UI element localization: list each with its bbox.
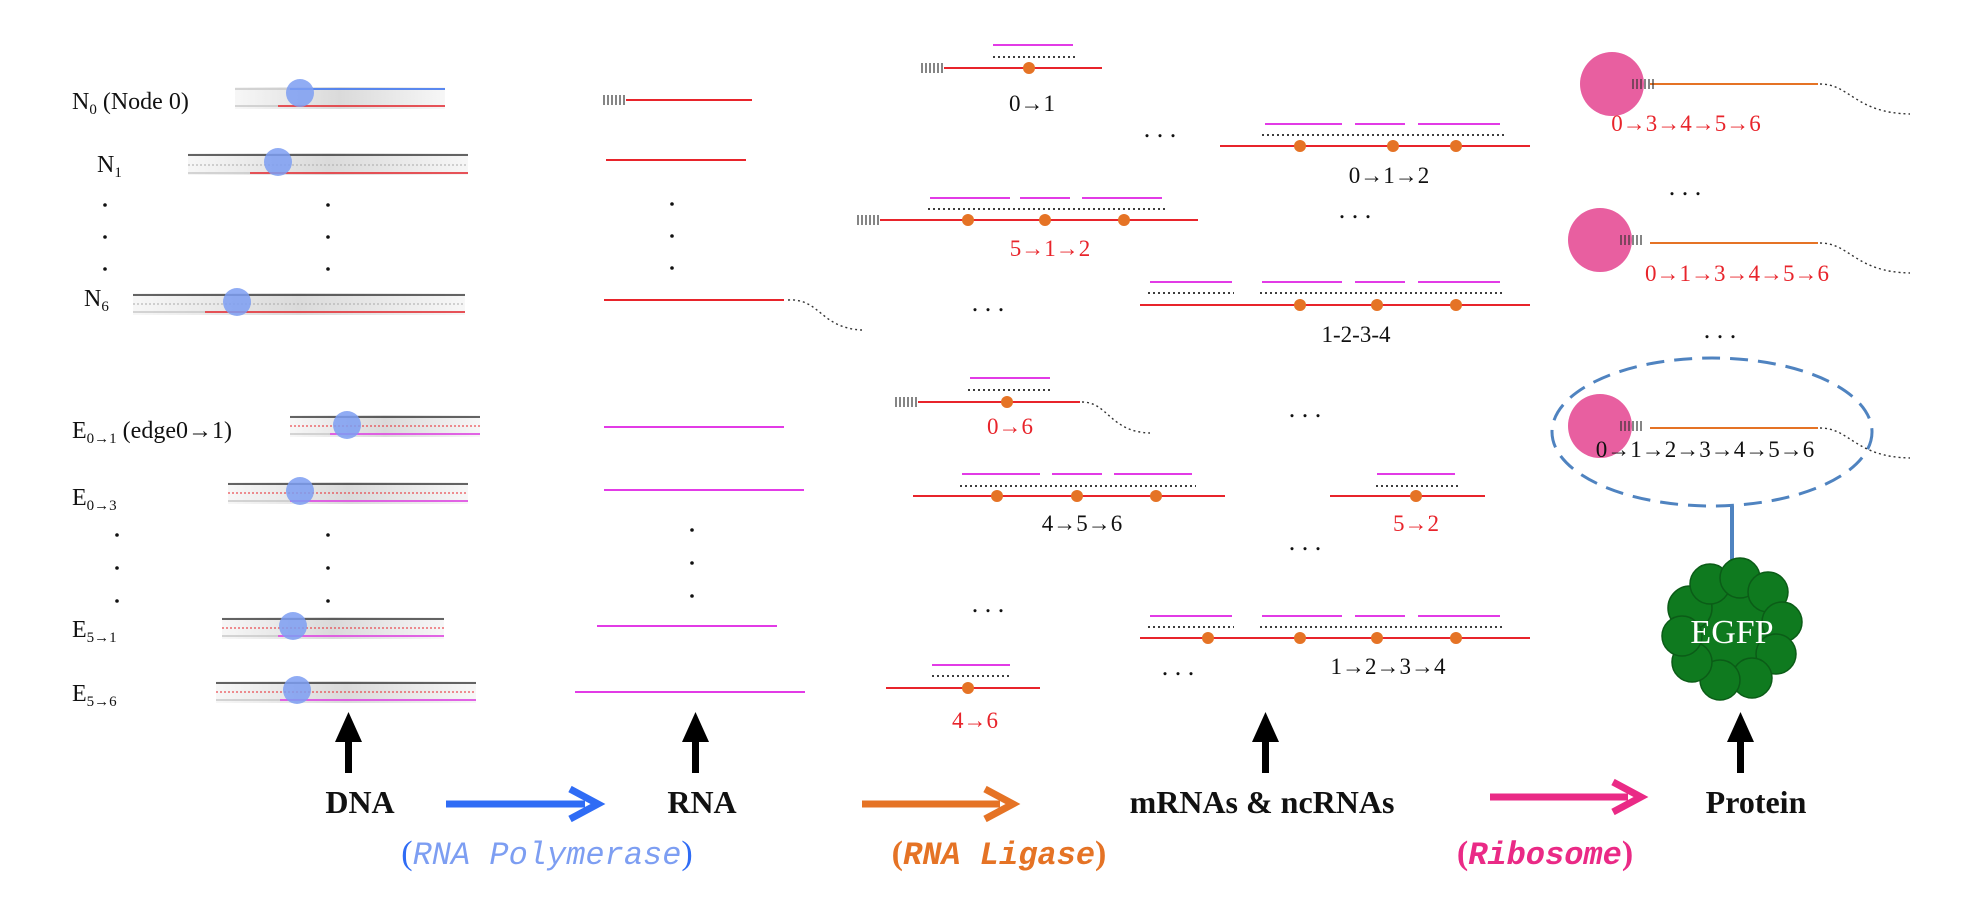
up-arrow-icon-mrna	[1252, 712, 1279, 773]
dna-node-strand-0	[235, 79, 445, 109]
mrna-ellipsis-4: . . .	[1289, 394, 1322, 423]
dna-node-strand-1	[188, 148, 468, 176]
dna-edge-label-5-6: E5→6	[72, 681, 117, 710]
mrna-ellipsis-2: . . .	[1339, 195, 1372, 224]
mrna-construct-1-2-3-4-arrow	[1140, 615, 1530, 644]
ribosome-icon	[1568, 208, 1632, 272]
ribosome-icon	[1580, 52, 1644, 116]
stage-arrows	[335, 712, 1754, 773]
mrna-ellipsis-3: . . .	[972, 288, 1005, 317]
rna-node-dots	[670, 202, 674, 270]
egfp-label: EGFP	[1690, 614, 1773, 651]
ribosome-construct-1	[1580, 52, 1911, 116]
protein-label-2: 0→1→3→4→5→6	[1645, 261, 1829, 286]
mrna-construct-5-1-2	[857, 197, 1198, 226]
enzyme-label-polymerase: (RNA Polymerase)	[401, 835, 693, 874]
dna-edge-label-0-1: E0→1 (edge0→1)	[72, 418, 232, 447]
mrna-label-1-2-3-4-arrow: 1→2→3→4	[1331, 654, 1447, 679]
dna-node-dots	[103, 203, 330, 271]
dna-node-label-n0: N0 (Node 0)	[72, 89, 189, 118]
mrna-ellipsis-5: . . .	[1289, 527, 1322, 556]
mrna-label-5-2: 5→2	[1393, 511, 1439, 536]
mrna-construct-0-1	[921, 44, 1102, 74]
protein-column: 0→3→4→5→6 . . . 0→1→3→4→5→6 . . . 0→1→2→…	[1550, 52, 1911, 701]
dna-column: N0 (Node 0) N1 N6	[72, 79, 480, 710]
mrna-label-0-1: 0→1	[1009, 91, 1055, 116]
process-arrow-ribosome	[1490, 778, 1649, 816]
dna-edge-label-5-1: E5→1	[72, 617, 117, 646]
mrna-ellipsis-7: . . .	[1162, 652, 1195, 681]
mrna-construct-4-5-6	[913, 473, 1225, 502]
dna-edge-dots	[115, 533, 330, 603]
mrna-construct-0-6	[895, 377, 1151, 434]
mrna-construct-1-2-3-4	[1140, 281, 1530, 311]
dna-edge-strand-5-1	[222, 612, 444, 640]
dna-edge-strand-5-6	[216, 676, 476, 704]
dna-node-strand-6	[133, 288, 465, 316]
enzyme-label-ligase: (RNA Ligase)	[892, 835, 1107, 874]
mrna-ellipsis-6: . . .	[972, 589, 1005, 618]
process-arrow-polymerase	[446, 785, 606, 823]
stage-label-mrna: mRNAs & ncRNAs	[1130, 784, 1395, 820]
mrna-construct-5-2	[1330, 473, 1485, 502]
rna-node-6	[604, 299, 863, 331]
mrna-label-0-6: 0→6	[987, 414, 1033, 439]
dna-edge-strand-0-1	[290, 411, 480, 439]
ribosome-construct-2	[1568, 208, 1911, 274]
mrna-column: 0→1 5→1→2	[857, 44, 1530, 733]
mrna-ellipsis-1: . . .	[1144, 114, 1177, 143]
mrna-construct-4-6	[886, 664, 1040, 694]
up-arrow-icon-rna	[682, 712, 709, 773]
rna-edge-dots	[690, 528, 694, 598]
stage-label-rna: RNA	[667, 784, 736, 820]
selected-path-highlight	[1550, 356, 1874, 508]
ribosome-icon	[1568, 394, 1632, 458]
stage-label-dna: DNA	[325, 784, 394, 820]
mrna-label-4-5-6: 4→5→6	[1042, 511, 1123, 536]
up-arrow-icon-dna	[335, 712, 362, 773]
mrna-construct-0-1-2	[1220, 123, 1530, 152]
mrna-label-5-1-2: 5→1→2	[1010, 236, 1091, 261]
dna-node-label-n6: N6	[84, 286, 109, 315]
protein-ellipsis-1: . . .	[1669, 172, 1702, 201]
dna-node-label-n1: N1	[97, 152, 122, 181]
enzyme-label-ribosome: (Ribosome)	[1457, 835, 1633, 874]
mrna-label-0-1-2: 0→1→2	[1349, 163, 1430, 188]
up-arrow-icon-protein	[1727, 712, 1754, 773]
protein-ellipsis-2: . . .	[1704, 315, 1737, 344]
egfp-cloud-icon	[1661, 557, 1803, 701]
protein-label-3: 0→1→2→3→4→5→6	[1596, 437, 1815, 462]
rna-column	[575, 95, 863, 693]
process-arrow-ligase	[862, 785, 1021, 823]
rna-node-0	[603, 95, 752, 105]
dna-edge-strand-0-3	[228, 477, 468, 505]
stage-label-protein: Protein	[1706, 784, 1807, 820]
mrna-label-4-6: 4→6	[952, 708, 998, 733]
ribosome-construct-3	[1568, 394, 1911, 459]
protein-label-1: 0→3→4→5→6	[1611, 111, 1761, 136]
dna-edge-label-0-3: E0→3	[72, 485, 117, 514]
mrna-label-1-2-3-4-dash: 1-2-3-4	[1322, 322, 1391, 347]
